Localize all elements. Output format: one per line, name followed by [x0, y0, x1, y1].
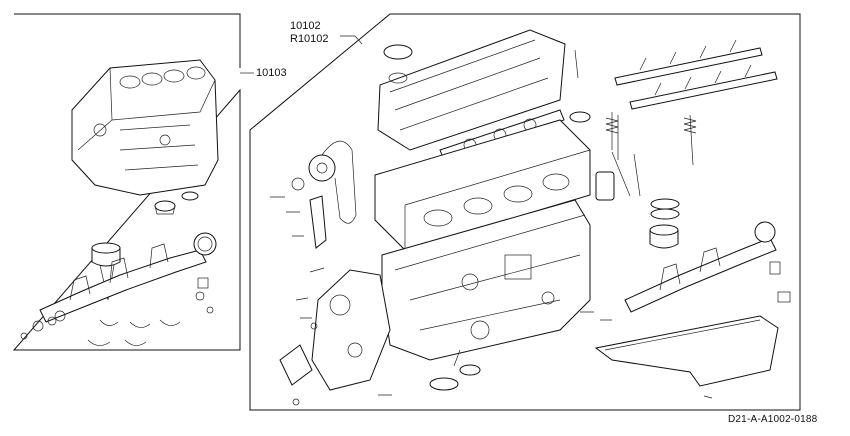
- short-block-panel-frame: [12, 13, 241, 351]
- timing-chain-drawing: [291, 140, 357, 249]
- left-bearings-drawing: [20, 277, 214, 346]
- figure-id-label: D21-A-A1002-0188: [728, 414, 818, 425]
- full-engine-part-number: 10102: [290, 20, 321, 32]
- oil-pan-drawing: [594, 315, 779, 387]
- cylinder-head-drawing: [374, 119, 591, 251]
- front-cover-drawing: [279, 269, 391, 391]
- left-crankshaft-drawing: [39, 232, 217, 323]
- rocker-shafts-drawing: [614, 39, 778, 110]
- reman-engine-part-number: R10102: [290, 33, 329, 45]
- full-engine-leader: [340, 35, 363, 45]
- cylinder-block-drawing: [71, 59, 219, 196]
- oil-filter-cap-drawing: [429, 349, 481, 391]
- valves-springs-drawing: [595, 112, 697, 220]
- oil-pump-cap-drawing: [154, 191, 199, 215]
- short-block-part-number: 10103: [256, 67, 287, 79]
- valve-cover-drawing: [377, 29, 579, 151]
- small-bolts-drawing: [270, 196, 713, 406]
- full-engine-panel-frame: [249, 13, 801, 411]
- right-piston-crank-drawing: [624, 221, 791, 313]
